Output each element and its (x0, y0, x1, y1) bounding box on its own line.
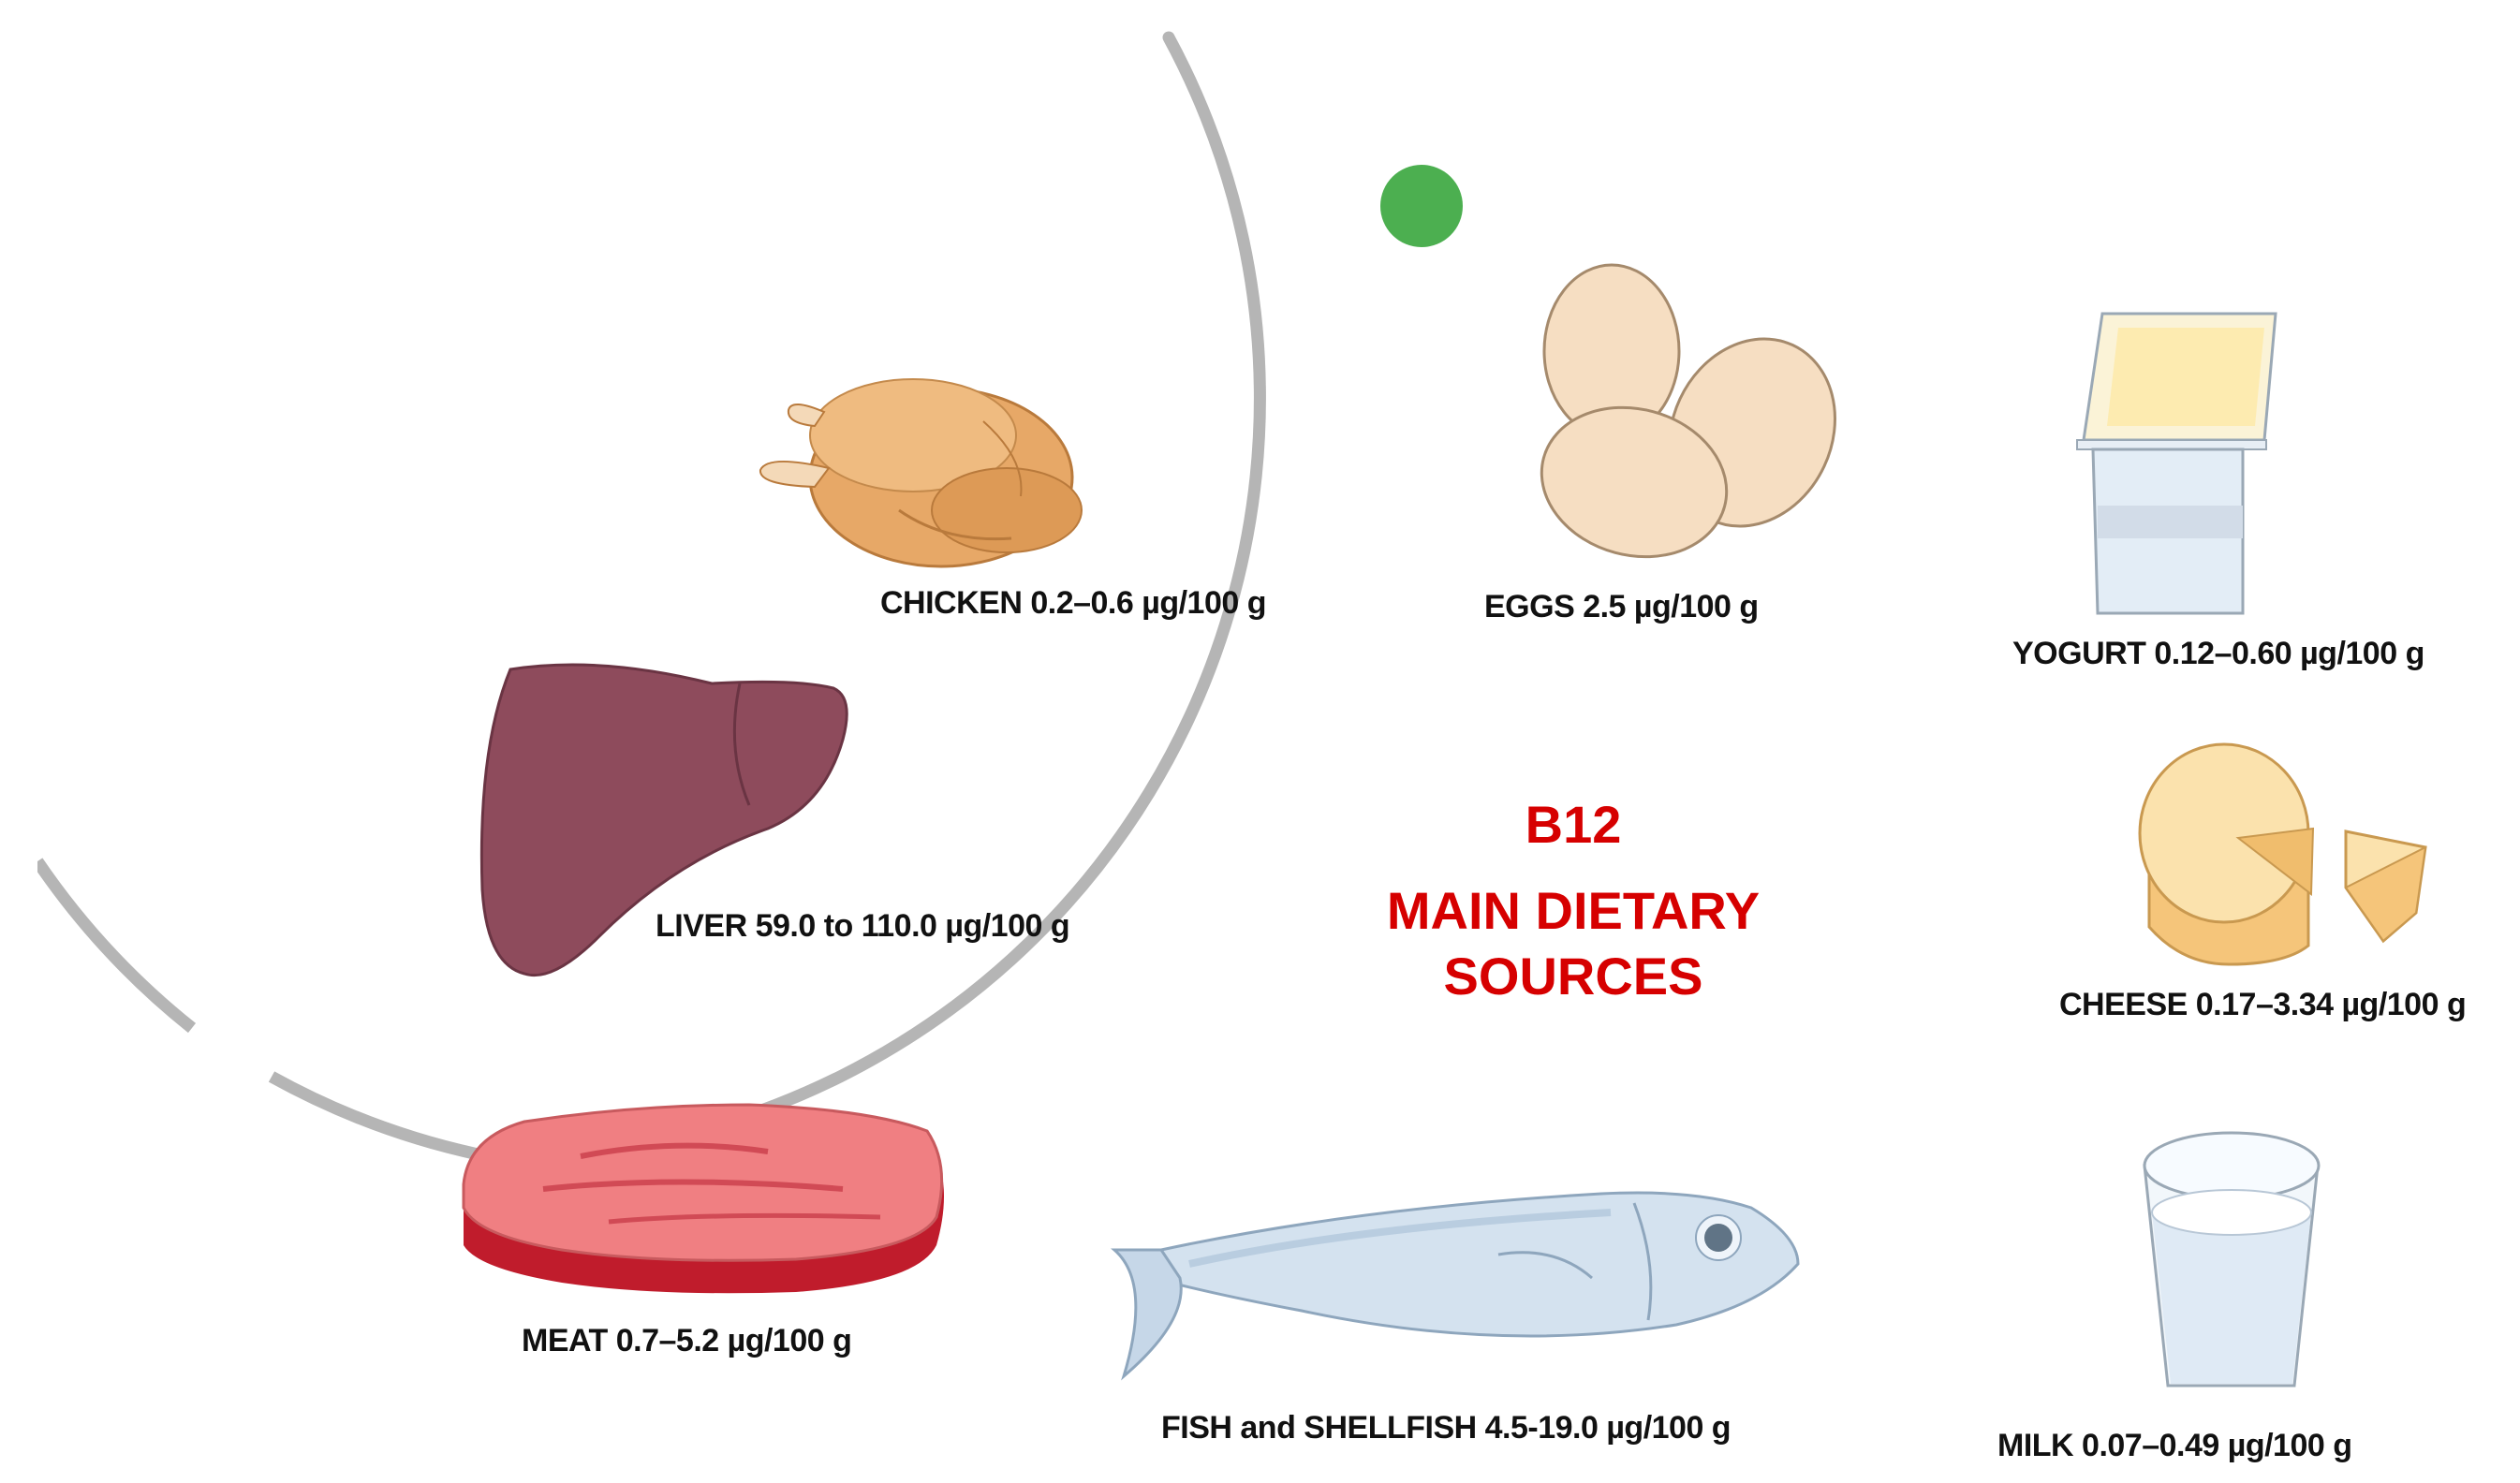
title-sources: SOURCES (1443, 947, 1703, 1006)
chicken-label: CHICKEN 0.2–0.6 µg/100 g (880, 585, 1266, 621)
cheese-icon (2138, 742, 2427, 966)
cheese-label: CHEESE 0.17–3.34 µg/100 g (2059, 987, 2467, 1022)
eggs-icon (1540, 263, 1836, 559)
milk-label: MILK 0.07–0.49 µg/100 g (1997, 1428, 2352, 1463)
chicken-icon (759, 378, 1083, 568)
eggs-label: EGGS 2.5 µg/100 g (1484, 589, 1759, 624)
title-b12: B12 (1525, 795, 1622, 854)
meat-label: MEAT 0.7–5.2 µg/100 g (522, 1323, 852, 1358)
liver-icon (479, 663, 848, 977)
yogurt-icon (2076, 312, 2277, 615)
green-dot (1380, 165, 1463, 247)
liver-label: LIVER 59.0 to 110.0 µg/100 g (656, 908, 1070, 944)
milk-icon (2143, 1131, 2321, 1388)
title-main-dietary: MAIN DIETARY (1386, 881, 1761, 940)
fish-icon (1111, 1191, 1800, 1381)
yogurt-label: YOGURT 0.12–0.60 µg/100 g (2012, 636, 2424, 671)
fish-label: FISH and SHELLFISH 4.5-19.0 µg/100 g (1161, 1410, 1732, 1446)
meat-icon (462, 1103, 944, 1294)
